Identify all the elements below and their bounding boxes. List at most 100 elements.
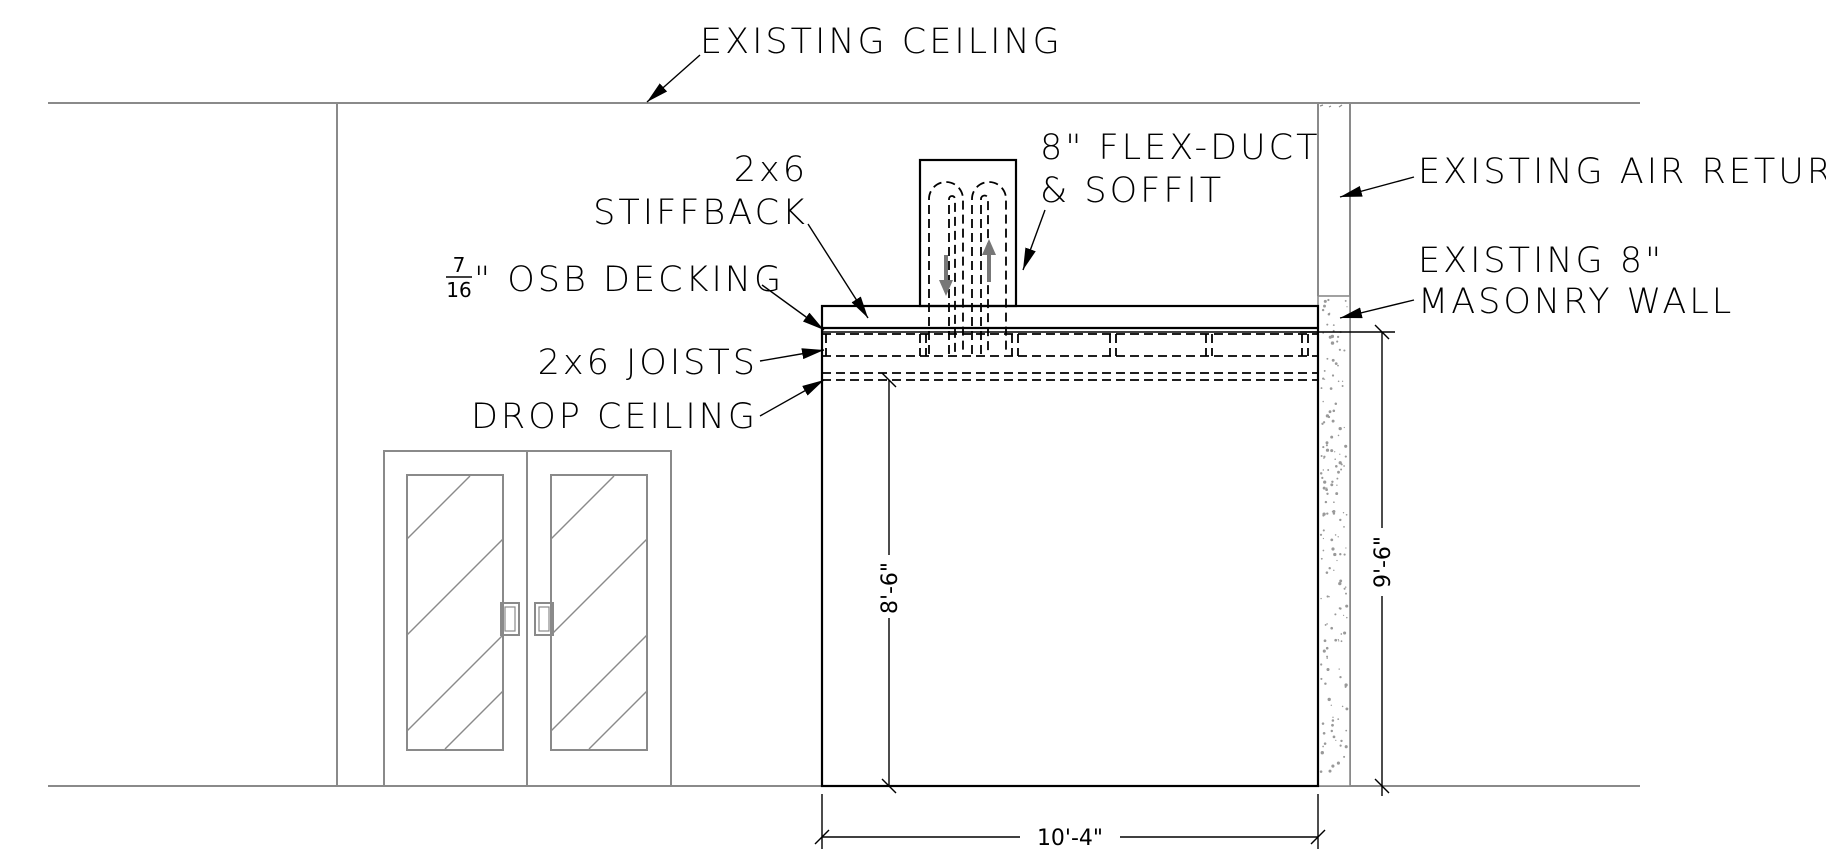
masonry-speckle	[1341, 380, 1344, 382]
masonry-speckle	[1345, 592, 1347, 595]
masonry-speckle	[1340, 633, 1343, 635]
masonry-speckle	[1330, 538, 1334, 542]
masonry-speckle	[1326, 487, 1328, 489]
masonry-speckle	[1340, 739, 1343, 743]
masonry-speckle	[1345, 729, 1348, 732]
masonry-speckle	[1326, 655, 1329, 658]
masonry-speckle	[1325, 646, 1329, 650]
dimension-height-outer-label: 9'-6"	[1371, 536, 1396, 588]
masonry-speckle	[1332, 324, 1335, 327]
label-stiffback-line2: STIFFBACK	[593, 193, 808, 233]
masonry-speckle	[1338, 461, 1342, 465]
masonry-speckle	[1334, 458, 1336, 460]
label-stiffback-line1: 2x6	[734, 150, 808, 190]
label-osb-denominator: 16	[446, 278, 471, 302]
masonry-speckle	[1333, 501, 1335, 504]
masonry-speckle	[1345, 513, 1348, 516]
masonry-speckle	[1323, 639, 1327, 643]
masonry-speckle	[1342, 512, 1345, 514]
masonry-speckle	[1320, 751, 1324, 755]
masonry-speckle	[1322, 745, 1324, 748]
masonry-speckle	[1325, 444, 1328, 447]
masonry-speckle	[1327, 469, 1330, 471]
masonry-speckle	[1338, 581, 1342, 586]
masonry-speckle	[1328, 312, 1331, 314]
masonry-speckle	[1322, 649, 1326, 653]
label-joists: 2x6 JOISTS	[538, 343, 758, 383]
masonry-speckle	[1343, 349, 1346, 352]
masonry-speckle	[1323, 369, 1326, 372]
label-air-return: EXISTING AIR RETURN	[1418, 152, 1826, 192]
masonry-speckle	[1321, 308, 1325, 312]
masonry-speckle	[1323, 304, 1326, 308]
masonry-speckle	[1337, 380, 1340, 383]
label-drop-ceiling: DROP CEILING	[471, 397, 758, 437]
masonry-speckle	[1344, 455, 1347, 458]
drop-ceiling	[822, 372, 1318, 381]
masonry-speckle	[1320, 663, 1323, 666]
masonry-speckle	[1330, 704, 1333, 706]
masonry-speckle	[1330, 334, 1335, 339]
label-existing-ceiling: EXISTING CEILING	[700, 22, 1063, 62]
masonry-speckle	[1344, 745, 1348, 749]
masonry-speckle	[1339, 518, 1342, 522]
masonry-speckle	[1343, 465, 1345, 467]
masonry-speckle	[1334, 534, 1337, 536]
masonry-speckle	[1336, 340, 1339, 343]
masonry-speckle	[1320, 557, 1323, 560]
masonry-speckle	[1330, 341, 1335, 345]
masonry-speckle	[1337, 434, 1340, 437]
masonry-speckle	[1338, 607, 1341, 609]
masonry-speckle	[1332, 512, 1336, 515]
masonry-speckle	[1337, 536, 1339, 538]
leader-joists	[759, 348, 825, 362]
airflow-up-arrow-icon	[982, 239, 996, 282]
masonry-speckle	[1322, 731, 1326, 735]
masonry-speckle	[1346, 306, 1348, 308]
masonry-speckle	[1323, 742, 1327, 745]
masonry-speckle	[1342, 614, 1345, 617]
masonry-speckle	[1335, 465, 1338, 468]
masonry-speckle	[1343, 526, 1345, 528]
masonry-speckle	[1320, 597, 1322, 600]
masonry-speckle	[1339, 579, 1343, 583]
double-door	[383, 450, 672, 787]
masonry-speckle	[1326, 512, 1329, 515]
masonry-speckle	[1334, 362, 1338, 365]
masonry-speckle	[1345, 707, 1349, 711]
masonry-speckle	[1332, 716, 1334, 719]
masonry-speckle	[1321, 476, 1324, 480]
leader-masonry-wall	[1339, 299, 1415, 319]
masonry-speckle	[1322, 537, 1325, 540]
masonry-speckle	[1343, 631, 1347, 635]
masonry-speckle	[1324, 378, 1326, 380]
masonry-speckle	[1321, 422, 1324, 425]
room-box	[820, 304, 1320, 788]
door-handle-icon	[500, 602, 520, 636]
masonry-speckle	[1345, 604, 1349, 608]
masonry-speckle	[1320, 387, 1323, 390]
masonry-speckle	[1324, 623, 1327, 626]
masonry-wall	[1317, 295, 1351, 787]
leader-drop-ceiling	[759, 379, 825, 417]
label-masonry-line1: EXISTING 8"	[1418, 241, 1664, 281]
leader-air-return	[1339, 176, 1415, 198]
masonry-speckle	[1333, 569, 1335, 572]
leader-stiffback	[807, 223, 869, 319]
masonry-speckle	[1323, 455, 1326, 458]
masonry-speckle	[1336, 477, 1339, 480]
masonry-speckle	[1325, 448, 1330, 452]
masonry-speckle	[1331, 723, 1334, 727]
masonry-speckle	[1330, 729, 1334, 733]
masonry-speckle	[1343, 426, 1345, 429]
masonry-speckle	[1345, 547, 1347, 549]
masonry-speckle	[1339, 453, 1341, 455]
masonry-speckle	[1330, 435, 1334, 439]
masonry-speckle	[1331, 358, 1335, 362]
masonry-speckle	[1344, 586, 1347, 588]
leader-existing-ceiling	[646, 54, 701, 103]
masonry-speckle	[1336, 484, 1338, 486]
masonry-speckle	[1339, 675, 1342, 679]
masonry-speckle	[1331, 719, 1335, 722]
masonry-speckle	[1323, 480, 1327, 484]
